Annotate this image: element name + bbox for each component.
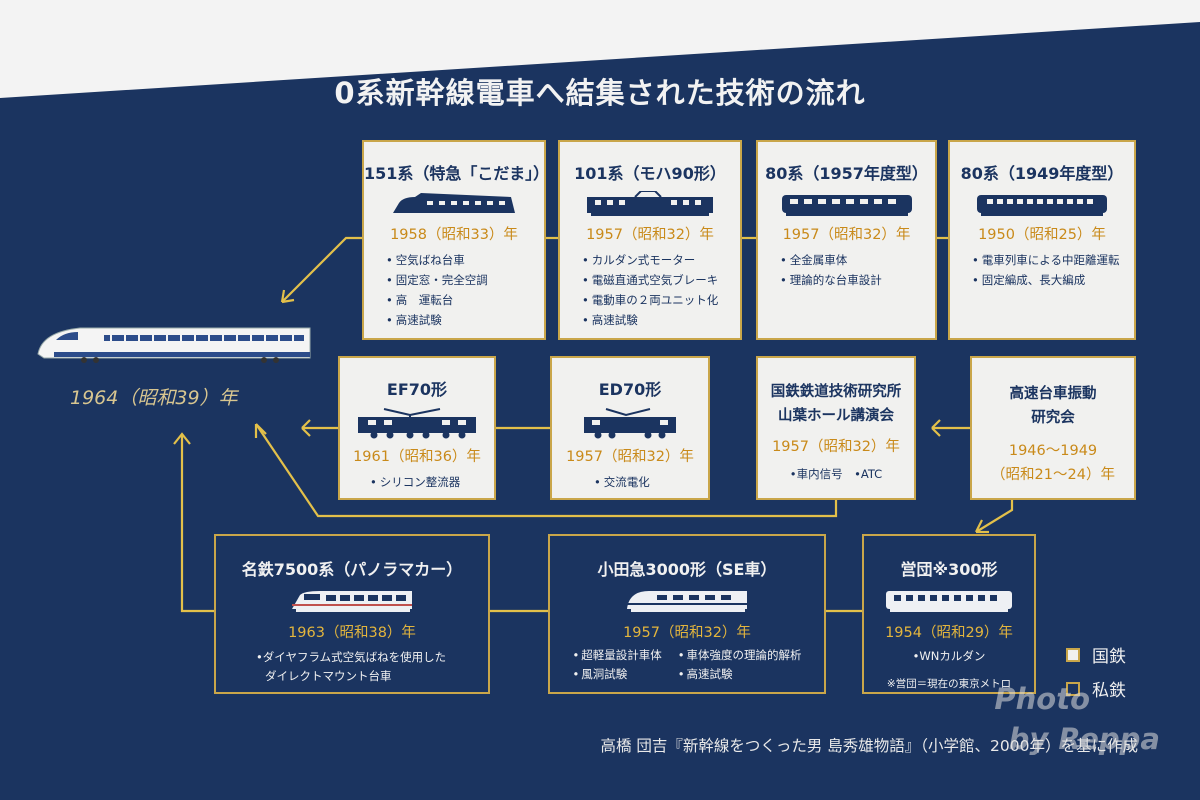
feature-list: 全金属車体 理論的な台車設計 bbox=[780, 250, 935, 290]
box-name: 小田急3000形（SE車） bbox=[597, 560, 777, 579]
box-name: ED70形 bbox=[598, 380, 662, 399]
feature-list: 空気ばね台車 固定窓・完全空調 高 運転台 高速試験 bbox=[386, 250, 544, 330]
feature-text: 超軽量設計車体 bbox=[572, 648, 661, 662]
feature-item: 高 運転台 bbox=[386, 290, 544, 310]
train-silhouette-icon bbox=[886, 591, 1012, 612]
feature-item: 高速試験 bbox=[386, 310, 544, 330]
feature-column-1: 超軽量設計車体 風洞試験 bbox=[572, 646, 661, 684]
box-year: 1963（昭和38）年 bbox=[288, 625, 416, 641]
box-name: EF70形 bbox=[386, 380, 448, 399]
box-year: 1958（昭和33）年 bbox=[390, 227, 518, 243]
box-name-line2: 山葉ホール講演会 bbox=[778, 408, 894, 424]
box-80-series-1957: 80系（1957年度型） 1957（昭和32）年 全金属車体 理論的な台車設計 bbox=[756, 140, 937, 340]
feature-list: •ダイヤフラム式空気ばねを使用した ダイレクトマウント台車 bbox=[256, 648, 488, 686]
feature-list: シリコン整流器 bbox=[370, 472, 494, 492]
feature-item: 電車列車による中距離運転 bbox=[972, 250, 1134, 270]
box-note: •車内信号 •ATC bbox=[789, 467, 883, 481]
box-year: 1957（昭和32）年 bbox=[772, 439, 900, 455]
legend-private-swatch bbox=[1066, 682, 1080, 696]
feature-list: 電車列車による中距離運転 固定編成、長大編成 bbox=[972, 250, 1134, 290]
box-year: 1957（昭和32）年 bbox=[566, 449, 694, 465]
feature-column-2: 車体強度の理論的解析 高速試験 bbox=[678, 646, 802, 684]
train-silhouette-icon bbox=[781, 195, 912, 216]
box-ef70: EF70形 1961（昭和36）年 シリコン整流器 bbox=[338, 356, 496, 500]
feature-item: 高速試験 bbox=[582, 310, 740, 330]
box-name: 80系（1957年度型） bbox=[765, 164, 928, 183]
feature-list: カルダン式モーター 電磁直通式空気ブレーキ 電動車の２両ユニット化 高速試験 bbox=[582, 250, 740, 330]
watermark-line1: Photo bbox=[994, 682, 1090, 716]
box-name: 101系（モハ90形） bbox=[574, 164, 726, 183]
box-80-series-1949: 80系（1949年度型） 1950（昭和25）年 電車列車による中距離運転 固定… bbox=[948, 140, 1136, 340]
feature-item: 電動車の２両ユニット化 bbox=[582, 290, 740, 310]
train-silhouette-icon bbox=[292, 591, 412, 612]
box-year: 1950（昭和25）年 bbox=[978, 227, 1106, 243]
feature-item: 風洞試験 bbox=[572, 665, 661, 684]
shinkansen-year: 1964（昭和39）年 bbox=[70, 387, 238, 409]
legend-jnr-label: 国鉄 bbox=[1092, 647, 1126, 667]
feature-columns: 超軽量設計車体 風洞試験 車体強度の理論的解析 高速試験 bbox=[550, 646, 824, 684]
train-silhouette-icon bbox=[393, 193, 515, 213]
box-year: 1957（昭和32）年 bbox=[586, 227, 714, 243]
shinkansen-0-series-icon bbox=[37, 327, 311, 363]
train-silhouette-icon bbox=[627, 591, 747, 612]
watermark-line2: by Reppa bbox=[1008, 722, 1160, 756]
box-jnr-research-lecture: 国鉄鉄道技術研究所 山葉ホール講演会 1957（昭和32）年 •車内信号 •AT… bbox=[756, 356, 916, 500]
box-name: 80系（1949年度型） bbox=[960, 164, 1124, 183]
feature-text: ダイヤフラム式空気ばねを使用した bbox=[262, 650, 447, 664]
box-name-line2: 研究会 bbox=[1031, 410, 1075, 426]
feature-item: ダイレクトマウント台車 bbox=[265, 669, 392, 683]
feature-item: 全金属車体 bbox=[780, 250, 935, 270]
box-odakyu-3000: 小田急3000形（SE車） 1957（昭和32）年 超軽量設計車体 風洞試験 車… bbox=[548, 534, 826, 694]
top-white-band bbox=[0, 0, 1200, 98]
feature-list: 交流電化 bbox=[594, 472, 708, 492]
box-name: 151系（特急「こだま」） bbox=[364, 164, 550, 183]
legend-jnr-swatch bbox=[1066, 648, 1080, 662]
feature-text: 風洞試験 bbox=[572, 667, 627, 681]
feature-item: 理論的な台車設計 bbox=[780, 270, 935, 290]
box-name-line1: 高速台車振動 bbox=[1009, 386, 1097, 402]
box-151-series: 151系（特急「こだま」） 1958（昭和33）年 空気ばね台車 固定窓・完全空… bbox=[362, 140, 550, 340]
box-year: 1954（昭和29）年 bbox=[885, 625, 1013, 641]
diagram-title: 0系新幹線電車へ結集された技術の流れ bbox=[334, 76, 866, 110]
feature-text: 車体強度の理論的解析 bbox=[678, 648, 802, 662]
feature-item: 交流電化 bbox=[594, 472, 708, 492]
feature-item: 超軽量設計車体 bbox=[572, 646, 661, 665]
box-year-line1: 1946～1949 bbox=[1008, 443, 1098, 459]
box-101-series: 101系（モハ90形） 1957（昭和32）年 カルダン式モーター 電磁直通式空… bbox=[558, 140, 742, 340]
feature-item: 固定窓・完全空調 bbox=[386, 270, 544, 290]
box-meitetsu-7500: 名鉄7500系（パノラマカー） 1963（昭和38）年 •ダイヤフラム式空気ばね… bbox=[214, 534, 490, 694]
box-year: 1957（昭和32）年 bbox=[782, 227, 911, 243]
feature-item: 空気ばね台車 bbox=[386, 250, 544, 270]
box-bogie-vibration-study: 高速台車振動 研究会 1946～1949 （昭和21～24）年 bbox=[970, 356, 1136, 500]
feature-item: 高速試験 bbox=[678, 665, 802, 684]
locomotive-silhouette-icon bbox=[358, 408, 476, 439]
feature-item: •WNカルダン bbox=[912, 649, 986, 663]
feature-item: 車体強度の理論的解析 bbox=[678, 646, 802, 665]
train-silhouette-icon bbox=[977, 195, 1107, 216]
footnote: ※営団＝現在の東京メトロ bbox=[886, 678, 1012, 690]
box-year: 1961（昭和36）年 bbox=[353, 449, 481, 465]
box-year: 1957（昭和32）年 bbox=[623, 625, 751, 641]
box-ed70: ED70形 1957（昭和32）年 交流電化 bbox=[550, 356, 710, 500]
feature-item: 電磁直通式空気ブレーキ bbox=[582, 270, 740, 290]
feature-item: シリコン整流器 bbox=[370, 472, 494, 492]
box-name-line1: 国鉄鉄道技術研究所 bbox=[770, 384, 902, 400]
box-year-line2: （昭和21～24）年 bbox=[991, 467, 1115, 483]
legend-private-label: 私鉄 bbox=[1092, 681, 1126, 701]
feature-item: カルダン式モーター bbox=[582, 250, 740, 270]
feature-item: 固定編成、長大編成 bbox=[972, 270, 1134, 290]
box-name: 営団※300形 bbox=[900, 560, 998, 579]
box-eidan-300: 営団※300形 1954（昭和29）年 •WNカルダン ※営団＝現在の東京メトロ bbox=[862, 534, 1036, 694]
train-silhouette-icon bbox=[587, 191, 713, 216]
feature-text: 高速試験 bbox=[678, 667, 733, 681]
feature-item: •ダイヤフラム式空気ばねを使用した bbox=[256, 650, 447, 664]
box-name: 名鉄7500系（パノラマカー） bbox=[241, 560, 463, 579]
locomotive-silhouette-icon bbox=[584, 408, 676, 439]
source-credit: 高橋 団吉『新幹線をつくった男 島秀雄物語』（小学館、2000年）を基に作成 bbox=[600, 737, 1138, 755]
feature-text: WNカルダン bbox=[919, 649, 986, 663]
